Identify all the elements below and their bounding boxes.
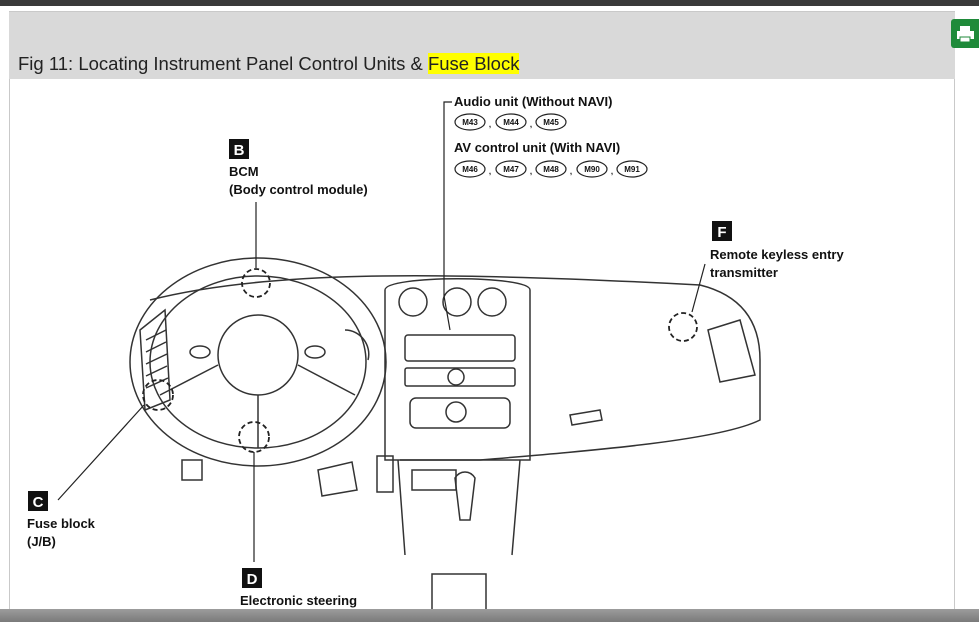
callout-c-line1: Fuse block (27, 516, 96, 531)
left-vent-slats (145, 329, 169, 389)
callout-f-letter: F (717, 224, 726, 241)
av-unit-label: AV control unit (With NAVI) (454, 140, 620, 155)
center-vent (442, 287, 472, 317)
center-console (397, 459, 521, 556)
figure-caption: Fig 11: Locating Instrument Panel Contro… (18, 53, 520, 75)
print-button[interactable] (951, 19, 979, 48)
fuse-block-location-marker (142, 379, 174, 411)
climate-panel (409, 397, 511, 429)
audio-knob (447, 368, 465, 386)
accelerator-pedal (376, 455, 394, 493)
callout-f-line1: Remote keyless entry (710, 247, 844, 262)
steering-spokes (159, 364, 356, 448)
brake-pedal (317, 461, 358, 497)
center-vent (477, 287, 507, 317)
steering-location-marker (238, 421, 270, 453)
fuse-leader (57, 404, 145, 501)
callout-d-badge (242, 568, 262, 588)
callout-d-line1: Electronic steering (240, 593, 357, 608)
shift-lever (454, 471, 476, 521)
connector-label: M91 (624, 165, 640, 174)
connector-separator: , (570, 167, 572, 176)
callout-b-badge (229, 139, 249, 159)
center-stack (384, 278, 531, 461)
connector-separator: , (489, 120, 491, 129)
callout-f-line2: transmitter (710, 265, 778, 280)
console-switches (411, 469, 457, 491)
wheel-button (304, 345, 326, 359)
callout-d-letter: D (247, 571, 258, 588)
steering-wheel-outer (129, 257, 387, 467)
climate-knob (445, 401, 467, 423)
callout-b-line1: BCM (229, 164, 259, 179)
caption-text: Fig 11: Locating Instrument Panel Contro… (18, 53, 428, 74)
printer-icon (957, 26, 974, 43)
connector-separator: , (530, 167, 532, 176)
connector-label: M46 (462, 165, 478, 174)
callout-c-line2: (J/B) (27, 534, 56, 549)
audio-panel (404, 334, 516, 362)
lower-box (431, 573, 487, 615)
audio-buttons (404, 367, 516, 387)
dashboard-outline (149, 275, 761, 461)
keyless-location-marker (668, 312, 698, 342)
callout-c-letter: C (33, 494, 44, 511)
bcm-location-marker (241, 268, 271, 298)
keyless-leader (691, 263, 706, 313)
connector-separator: , (489, 167, 491, 176)
connector-label: M44 (503, 118, 519, 127)
column-lever (344, 329, 370, 361)
connector-label: M90 (584, 165, 600, 174)
connector-label: M48 (543, 165, 559, 174)
connector-separator: , (611, 167, 613, 176)
callout-f-badge (712, 221, 732, 241)
glovebox-handle (569, 409, 603, 426)
steering-hub (217, 314, 299, 396)
window-top-edge (0, 0, 979, 6)
connector-label: M45 (543, 118, 559, 127)
connector-label: M47 (503, 165, 519, 174)
audio-connectors: M43 , M44 , M45 (454, 113, 567, 131)
left-vent (139, 308, 171, 412)
audio-unit-label: Audio unit (Without NAVI) (454, 94, 612, 109)
callout-c-badge (28, 491, 48, 511)
av-connectors: M46 , M47 , M48 , M90 , M91 (454, 160, 648, 178)
window-bottom-edge (0, 609, 979, 622)
caption-highlight: Fuse Block (427, 53, 520, 74)
right-vent (707, 319, 756, 383)
wheel-button (189, 345, 211, 359)
connector-label: M43 (462, 118, 478, 127)
pedal (181, 459, 203, 481)
audio-leader (443, 101, 452, 331)
connector-separator: , (530, 120, 532, 129)
callout-b-line2: (Body control module) (229, 182, 368, 197)
center-vent (398, 287, 428, 317)
callout-b-letter: B (234, 142, 245, 159)
